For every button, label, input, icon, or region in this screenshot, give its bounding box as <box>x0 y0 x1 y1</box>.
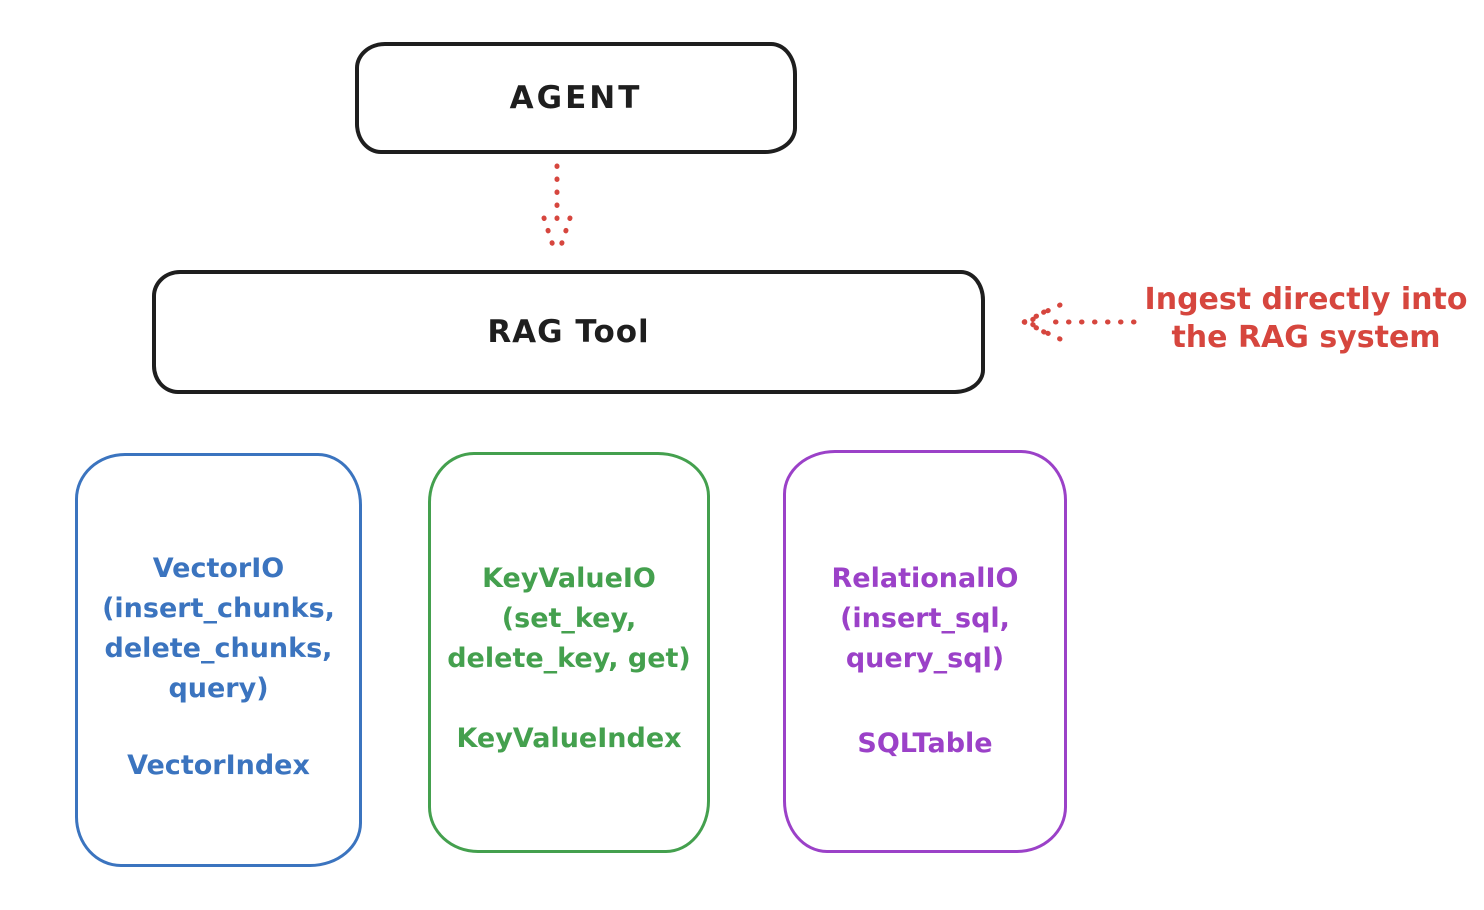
node-line: query) <box>168 673 269 704</box>
node-line: VectorIO <box>152 553 285 584</box>
agent-to-ragtool-arrow-icon <box>541 163 573 258</box>
node-line: KeyValueIO <box>482 563 656 594</box>
vector-index-label: VectorIndex <box>127 750 310 781</box>
agent-node: AGENT <box>355 42 797 154</box>
node-line: delete_key, get) <box>447 643 691 674</box>
ingest-annotation-line1: Ingest directly into <box>1144 282 1468 317</box>
node-line: (insert_sql, <box>840 603 1010 634</box>
vectorio-node: VectorIO (insert_chunks, delete_chunks, … <box>75 453 362 867</box>
node-line: query_sql) <box>845 643 1005 674</box>
keyvalueio-node: KeyValueIO (set_key, delete_key, get) Ke… <box>428 452 710 853</box>
rag-tool-label: RAG Tool <box>487 314 650 350</box>
ingest-annotation: Ingest directly into the RAG system <box>1138 281 1474 357</box>
relationalio-node: RelationalIO (insert_sql, query_sql) SQL… <box>783 450 1067 853</box>
node-line: (set_key, <box>501 603 637 634</box>
ingest-annotation-line2: the RAG system <box>1171 320 1441 355</box>
node-line: (insert_chunks, <box>102 593 335 624</box>
node-line: delete_chunks, <box>104 633 333 664</box>
sql-table-label: SQLTable <box>857 728 993 759</box>
agent-label: AGENT <box>509 80 643 116</box>
ingest-arrow-icon <box>1021 302 1137 342</box>
rag-tool-node: RAG Tool <box>152 270 985 394</box>
keyvalue-index-label: KeyValueIndex <box>456 723 682 754</box>
node-line: RelationalIO <box>831 563 1019 594</box>
